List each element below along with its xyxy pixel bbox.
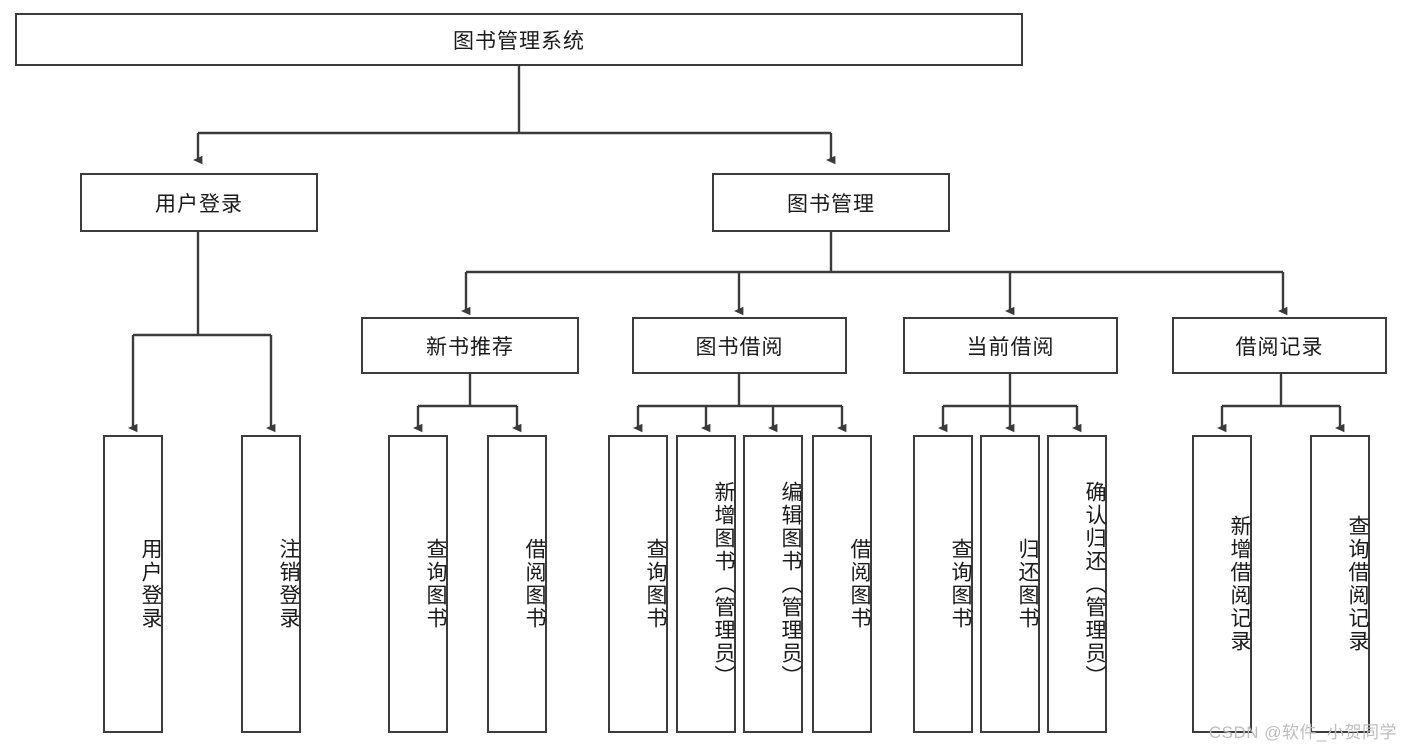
leaf-newbook-borrow-book-label: 借阅图书: [523, 538, 546, 630]
leaf-record-query-record[interactable]: 查询借阅记录: [1310, 435, 1370, 733]
node-current-borrow-label: 当前借阅: [966, 335, 1055, 359]
leaf-newbook-borrow-book[interactable]: 借阅图书: [487, 435, 547, 733]
leaf-current-return-book[interactable]: 归还图书: [980, 435, 1040, 733]
leaf-logout-label: 注销登录: [277, 538, 300, 630]
leaf-borrow-add-book-label: 新增图书（管理员）: [712, 480, 735, 688]
watermark: CSDN @软件_小贺同学: [1208, 723, 1397, 742]
leaf-borrow-query-book-label: 查询图书: [644, 538, 667, 630]
leaf-newbook-query-book[interactable]: 查询图书: [388, 435, 448, 733]
leaf-current-query-book[interactable]: 查询图书: [913, 435, 973, 733]
leaf-borrow-borrow-book[interactable]: 借阅图书: [812, 435, 872, 733]
leaf-borrow-edit-book[interactable]: 编辑图书（管理员）: [743, 435, 803, 733]
node-book-borrow[interactable]: 图书借阅: [632, 317, 847, 374]
node-new-book-recommend[interactable]: 新书推荐: [361, 317, 579, 374]
leaf-borrow-add-book[interactable]: 新增图书（管理员）: [676, 435, 736, 733]
leaf-current-confirm-return[interactable]: 确认归还（管理员）: [1047, 435, 1107, 733]
leaf-logout[interactable]: 注销登录: [241, 435, 301, 733]
node-book-management-label: 图书管理: [787, 192, 875, 216]
leaf-current-return-book-label: 归还图书: [1016, 538, 1039, 630]
leaf-borrow-edit-book-label: 编辑图书（管理员）: [779, 480, 802, 688]
leaf-record-add-record[interactable]: 新增借阅记录: [1192, 435, 1252, 733]
leaf-record-add-record-label: 新增借阅记录: [1228, 515, 1251, 653]
leaf-newbook-query-book-label: 查询图书: [424, 538, 447, 630]
leaf-user-login[interactable]: 用户登录: [103, 435, 163, 733]
node-current-borrow[interactable]: 当前借阅: [903, 317, 1118, 374]
node-book-management[interactable]: 图书管理: [712, 173, 950, 232]
node-root-label: 图书管理系统: [453, 29, 585, 53]
node-user-login-label: 用户登录: [155, 192, 243, 216]
leaf-borrow-query-book[interactable]: 查询图书: [608, 435, 668, 733]
node-borrow-record-label: 借阅记录: [1235, 335, 1324, 359]
leaf-record-query-record-label: 查询借阅记录: [1346, 515, 1369, 653]
leaf-borrow-borrow-book-label: 借阅图书: [848, 538, 871, 630]
node-borrow-record[interactable]: 借阅记录: [1172, 317, 1387, 374]
node-user-login[interactable]: 用户登录: [80, 173, 318, 232]
node-new-book-recommend-label: 新书推荐: [426, 335, 514, 359]
node-book-borrow-label: 图书借阅: [695, 335, 784, 359]
node-root[interactable]: 图书管理系统: [15, 13, 1023, 66]
leaf-user-login-label: 用户登录: [139, 538, 162, 630]
leaf-current-query-book-label: 查询图书: [949, 538, 972, 630]
leaf-current-confirm-return-label: 确认归还（管理员）: [1083, 480, 1106, 688]
